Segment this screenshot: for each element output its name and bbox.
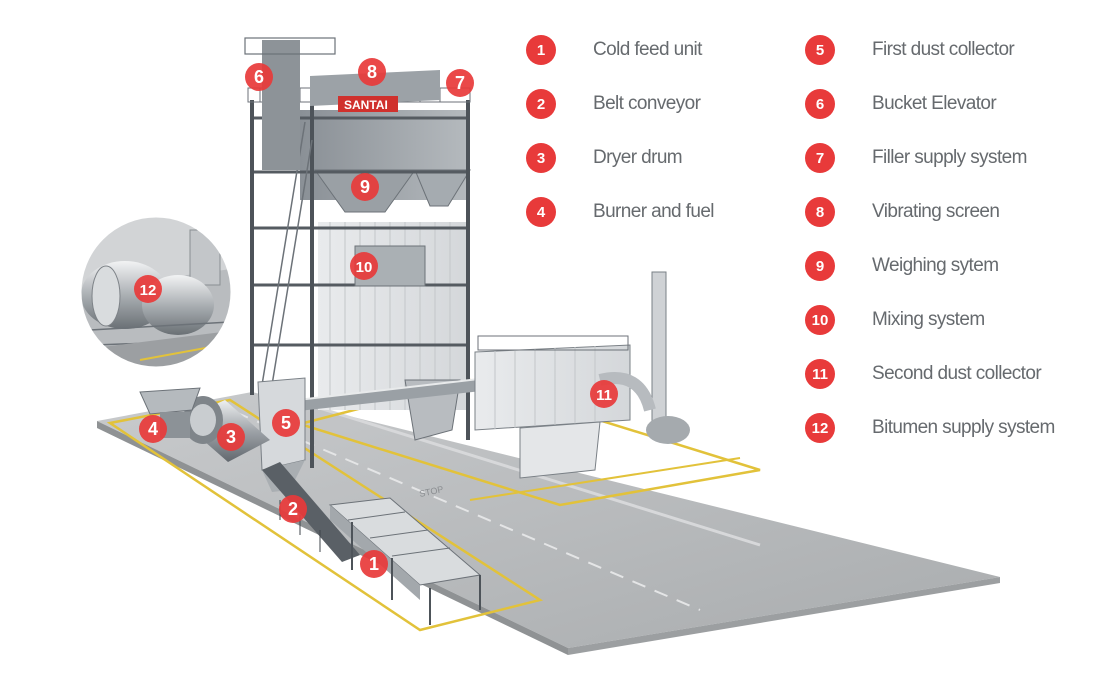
diagram-marker-2: 2 — [279, 495, 307, 523]
diagram-marker-11: 11 — [590, 380, 618, 408]
legend-label: Filler supply system — [872, 147, 1027, 169]
legend-item-cold-feed-unit: 1 Cold feed unit — [526, 35, 702, 65]
legend-item-vibrating-screen: 8 Vibrating screen — [805, 197, 999, 227]
legend-number-badge: 8 — [805, 197, 835, 227]
legend-number-badge: 4 — [526, 197, 556, 227]
marker-number: 12 — [140, 282, 157, 299]
diagram-marker-8: 8 — [358, 58, 386, 86]
legend-number-badge: 11 — [805, 359, 835, 389]
marker-number: 7 — [455, 73, 465, 93]
legend-number-badge: 2 — [526, 89, 556, 119]
legend-label: Weighing sytem — [872, 255, 998, 277]
diagram-marker-9: 9 — [351, 173, 379, 201]
diagram-marker-3: 3 — [217, 423, 245, 451]
diagram-marker-4: 4 — [139, 415, 167, 443]
legend-number-badge: 10 — [805, 305, 835, 335]
diagram-marker-7: 7 — [446, 69, 474, 97]
marker-number: 6 — [254, 67, 264, 87]
legend-item-first-dust-collector: 5 First dust collector — [805, 35, 1014, 65]
legend-number-badge: 3 — [526, 143, 556, 173]
marker-number: 5 — [281, 413, 291, 433]
marker-number: 1 — [369, 554, 379, 574]
legend-item-mixing-system: 10 Mixing system — [805, 305, 985, 335]
diagram-marker-12: 12 — [134, 275, 162, 303]
legend-number-badge: 5 — [805, 35, 835, 65]
legend-number-badge: 12 — [805, 413, 835, 443]
legend-label: Cold feed unit — [593, 39, 702, 61]
marker-number: 4 — [148, 419, 158, 439]
marker-number: 8 — [367, 62, 377, 82]
legend-item-dryer-drum: 3 Dryer drum — [526, 143, 682, 173]
marker-number: 10 — [356, 259, 373, 276]
legend-label: Bucket Elevator — [872, 93, 996, 115]
legend-item-bucket-elevator: 6 Bucket Elevator — [805, 89, 996, 119]
legend-item-burner-and-fuel: 4 Burner and fuel — [526, 197, 714, 227]
legend-number-badge: 1 — [526, 35, 556, 65]
legend-label: Second dust collector — [872, 363, 1041, 385]
legend-label: Mixing system — [872, 309, 985, 331]
legend-label: Burner and fuel — [593, 201, 714, 223]
marker-number: 2 — [288, 499, 298, 519]
diagram-marker-10: 10 — [350, 252, 378, 280]
marker-number: 3 — [226, 427, 236, 447]
diagram-marker-6: 6 — [245, 63, 273, 91]
legend-item-bitumen-supply-system: 12 Bitumen supply system — [805, 413, 1055, 443]
brand-plate-text: SANTAI — [344, 98, 388, 112]
legend-label: Bitumen supply system — [872, 417, 1055, 439]
diagram-marker-1: 1 — [360, 550, 388, 578]
legend-label: First dust collector — [872, 39, 1014, 61]
legend-item-second-dust-collector: 11 Second dust collector — [805, 359, 1041, 389]
diagram-marker-5: 5 — [272, 409, 300, 437]
legend-item-weighing-system: 9 Weighing sytem — [805, 251, 998, 281]
baghouse-unit — [475, 272, 690, 478]
marker-number: 11 — [596, 387, 612, 404]
legend-item-filler-supply-system: 7 Filler supply system — [805, 143, 1027, 173]
marker-number: 9 — [360, 177, 370, 197]
legend-number-badge: 7 — [805, 143, 835, 173]
legend-label: Dryer drum — [593, 147, 682, 169]
legend-number-badge: 6 — [805, 89, 835, 119]
legend-number-badge: 9 — [805, 251, 835, 281]
legend-label: Belt conveyor — [593, 93, 700, 115]
legend-item-belt-conveyor: 2 Belt conveyor — [526, 89, 700, 119]
legend-label: Vibrating screen — [872, 201, 999, 223]
